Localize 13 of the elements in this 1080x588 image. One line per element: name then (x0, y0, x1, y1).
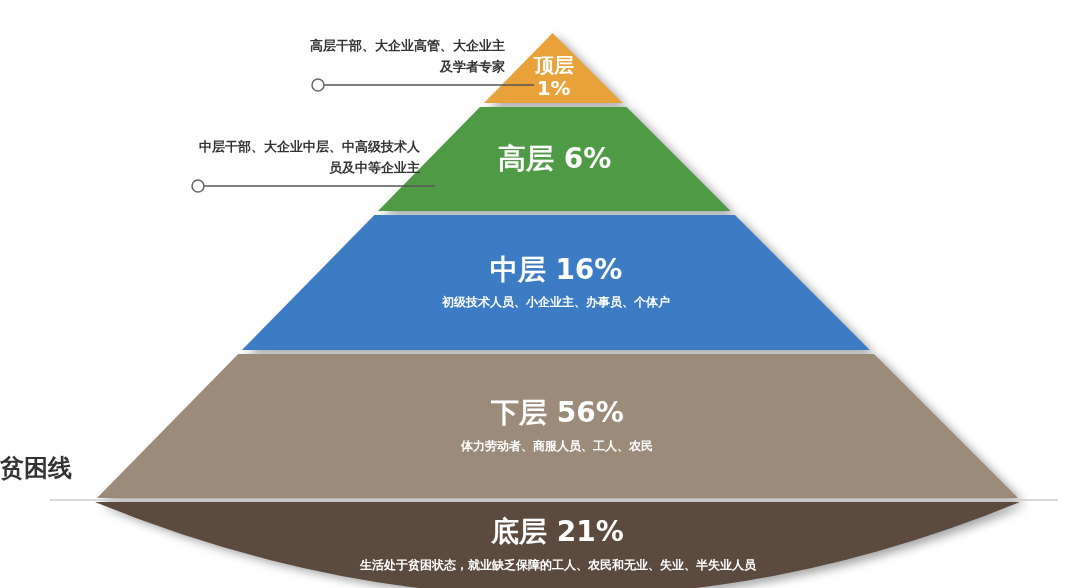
tier-title: 顶层 1% (532, 54, 575, 100)
annotation-text: 中层干部、大企业中层、中高级技术人员及中等企业主 (198, 137, 420, 177)
poverty-line-label: 贫困线 (0, 453, 72, 484)
tier-description: 体力劳动者、商服人员、工人、农民 (461, 437, 654, 455)
annotation-text: 高层干部、大企业高管、大企业主及学者专家 (310, 36, 505, 76)
tier-description: 初级技术人员、小企业主、办事员、个体户 (442, 294, 671, 312)
leader-line (311, 78, 535, 92)
leader-line (191, 179, 436, 193)
tier-title: 下层 56% (491, 397, 624, 430)
tier-title: 中层 16% (489, 253, 623, 287)
tier-title: 底层 21% (491, 516, 624, 549)
tier-description: 生活处于贫困状态，就业缺乏保障的工人、农民和无业、失业、半失业人员 (359, 556, 756, 574)
tier-title: 高层 6% (498, 142, 612, 176)
